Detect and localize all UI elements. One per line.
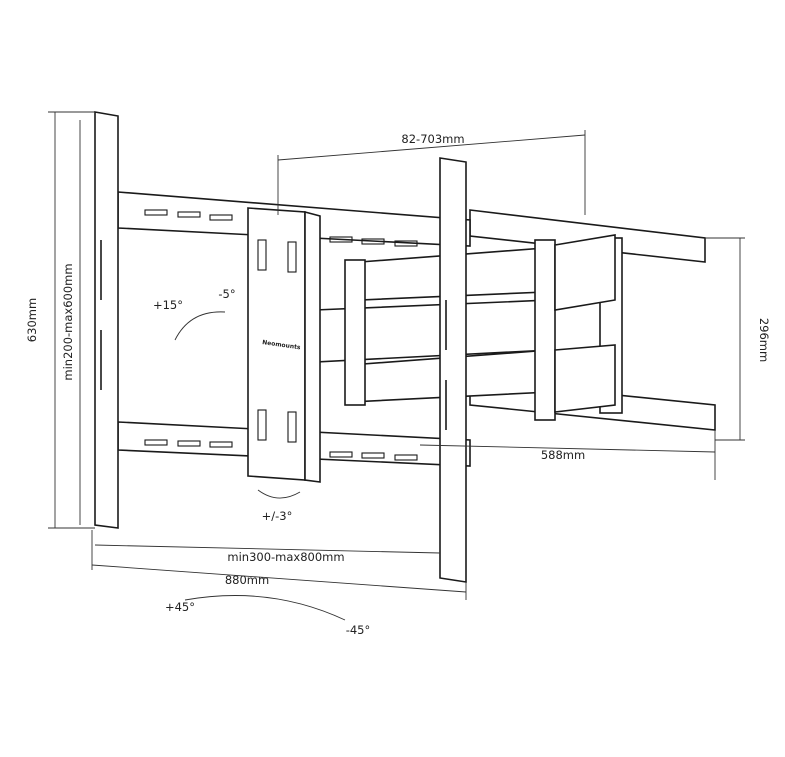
label-swivel-right: -45° xyxy=(346,623,371,637)
label-swivel-left: +45° xyxy=(165,600,195,614)
label-tilt-up: +15° xyxy=(153,298,183,312)
label-rotation: +/-3° xyxy=(262,509,293,523)
label-rail-height: 296mm xyxy=(757,318,771,362)
label-vesa-vertical: min200-max600mm xyxy=(61,263,75,380)
label-plate-width: 588mm xyxy=(541,448,585,462)
articulating-arms xyxy=(314,234,616,421)
label-wall-distance: 82-703mm xyxy=(401,132,464,146)
center-plate: Neomounts xyxy=(247,207,321,483)
left-vertical-rail xyxy=(94,111,119,529)
right-vertical-rail xyxy=(439,157,467,583)
label-tilt-down: -5° xyxy=(218,287,235,301)
label-width-total: 880mm xyxy=(225,573,269,587)
label-height-total: 630mm xyxy=(25,298,39,342)
label-vesa-horizontal: min300-max800mm xyxy=(227,550,344,564)
dimension-lines xyxy=(48,111,745,621)
